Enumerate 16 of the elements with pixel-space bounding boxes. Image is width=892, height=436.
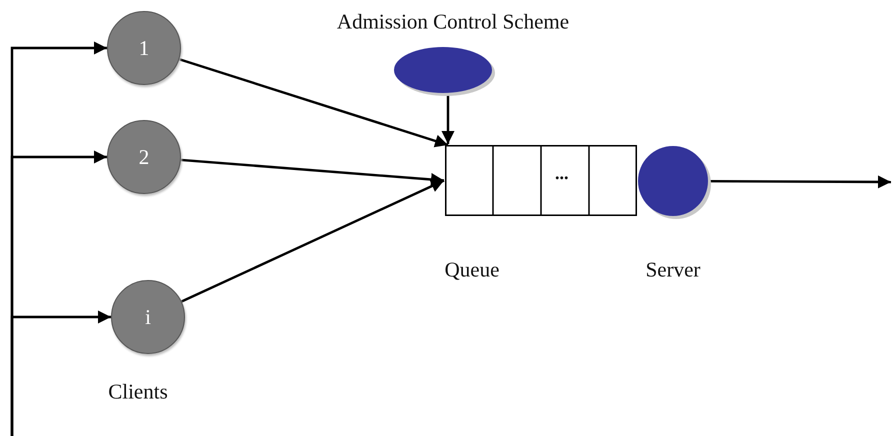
node-caption: Queue — [444, 258, 500, 282]
arrow — [442, 93, 454, 144]
arrow — [181, 179, 444, 303]
admission-control-ellipse — [394, 47, 492, 93]
queue-buffer — [445, 145, 637, 216]
node-caption: Admission Control Scheme — [336, 10, 570, 34]
group-caption: Clients — [108, 380, 168, 404]
server-circle — [638, 146, 708, 216]
arrow — [10, 310, 111, 436]
client-number: i — [145, 304, 151, 330]
client-number: 2 — [138, 144, 150, 170]
arrow — [180, 158, 444, 186]
node-caption: Server — [646, 258, 700, 282]
client-number: 1 — [138, 36, 150, 60]
ellipsis-mark: ... — [555, 162, 568, 184]
arrow — [178, 58, 448, 148]
